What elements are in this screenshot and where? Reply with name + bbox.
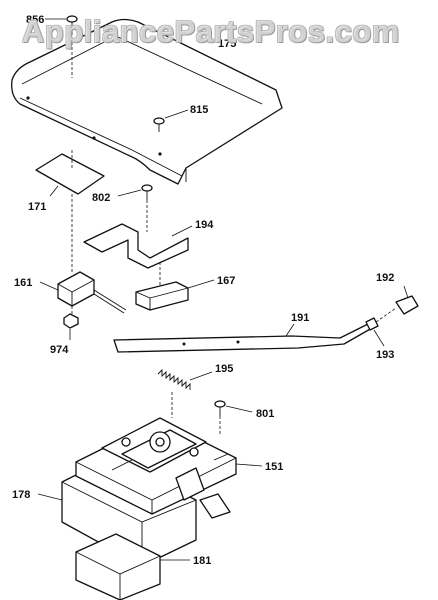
- knob-192: [395, 285, 419, 315]
- callout-815: 815: [190, 104, 208, 116]
- callout-191: 191: [291, 312, 309, 324]
- callout-181: 181: [193, 555, 211, 567]
- callout-802: 802: [92, 192, 110, 204]
- callout-175: 175: [218, 38, 236, 50]
- cover-plate-175: [11, 18, 283, 185]
- callout-195: 195: [215, 363, 233, 375]
- callout-856: 856: [26, 14, 44, 26]
- callout-151: 151: [265, 461, 283, 473]
- callout-171: 171: [28, 201, 46, 213]
- screw-801: [214, 400, 253, 434]
- callout-974: 974: [50, 344, 69, 356]
- callout-167: 167: [217, 275, 235, 287]
- block-167: [135, 279, 215, 311]
- base-block-181: [75, 533, 190, 600]
- callout-161: 161: [14, 277, 32, 289]
- nut-974: [63, 306, 79, 340]
- bracket-194: [83, 223, 193, 269]
- mechanism-151: [75, 417, 263, 519]
- screw-802: [117, 184, 153, 232]
- spring-195: [157, 368, 213, 418]
- callout-193: 193: [376, 349, 394, 361]
- clip-193: [365, 307, 397, 347]
- screw-815: [153, 109, 189, 132]
- screw-856: [45, 15, 78, 78]
- switch-161: [39, 194, 127, 314]
- rod-191: [113, 323, 373, 353]
- callout-194: 194: [195, 219, 214, 231]
- callout-801: 801: [256, 408, 274, 420]
- callout-192: 192: [376, 272, 394, 284]
- insulation-pad-171: [35, 150, 105, 197]
- callout-178: 178: [12, 489, 30, 501]
